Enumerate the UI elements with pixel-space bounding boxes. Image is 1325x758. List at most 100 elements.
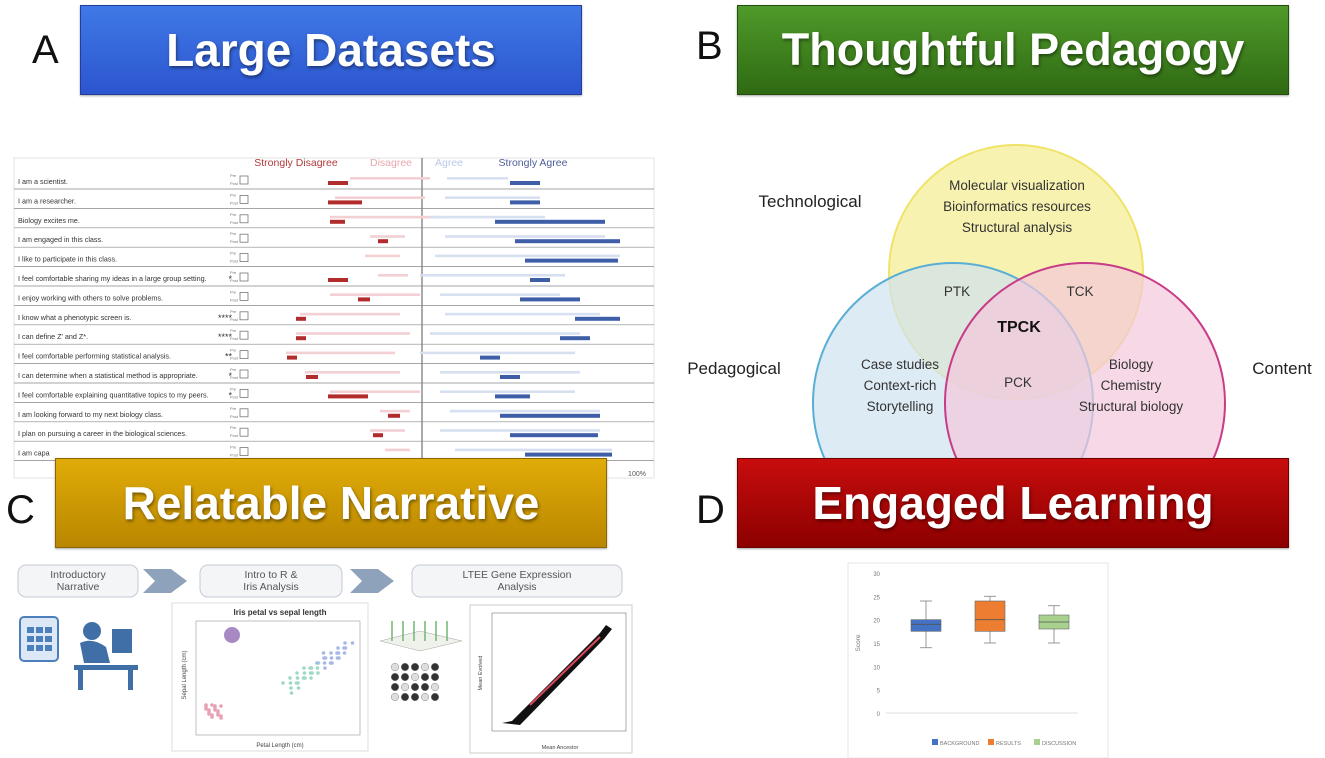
iris-ylabel: Sepal Length (cm) (182, 650, 188, 699)
pedagogical-item: Storytelling (867, 399, 934, 414)
iris-point (342, 646, 346, 650)
iris-point (288, 676, 292, 680)
flask-platform-icon (379, 630, 463, 652)
survey-pre-label: Pre (230, 231, 237, 236)
workflow-arrow-icon (350, 569, 394, 593)
survey-pre-label: Pre (230, 289, 237, 294)
survey-post-label: Post (230, 278, 239, 283)
pedagogical-item: Context-rich (864, 378, 937, 393)
survey-pre-disagree-bar (286, 351, 395, 355)
survey-box-marker (239, 253, 249, 262)
survey-significance: **** (218, 313, 233, 323)
survey-box-marker (239, 175, 249, 185)
survey-post-disagree-bar (296, 336, 306, 341)
iris-point (328, 661, 333, 665)
person-head-icon (83, 622, 101, 640)
iris-point (329, 656, 334, 660)
survey-post-label: Post (230, 414, 239, 419)
survey-post-label: Post (230, 336, 239, 341)
survey-statement: I feel comfortable explaining quantitati… (18, 390, 209, 399)
iris-point (219, 704, 223, 708)
technological-item: Molecular visualization (949, 178, 1085, 193)
technological-item: Structural analysis (962, 220, 1073, 235)
survey-statement: I can define Z' and Z*. (18, 332, 88, 341)
boxplot-ytick: 25 (873, 595, 880, 601)
survey-pre-disagree-bar (330, 215, 442, 219)
survey-post-agree-bar (510, 433, 598, 438)
boxplot-ytick: 30 (873, 572, 880, 578)
iris-flower-icon (224, 627, 240, 643)
iris-plot-frame (171, 602, 369, 752)
microarray-spot (430, 672, 440, 682)
iris-plot-title: Iris petal vs sepal length (234, 608, 327, 617)
desk-leg-icon (128, 670, 133, 690)
computer-icon (112, 629, 132, 653)
boxplot-ytick: 20 (873, 619, 880, 625)
survey-pre-disagree-bar (296, 332, 410, 335)
survey-post-label: Post (230, 356, 239, 361)
survey-pre-agree-bar (420, 351, 575, 355)
iris-point (288, 681, 293, 685)
survey-pre-agree-bar (440, 390, 575, 393)
survey-pre-disagree-bar (370, 235, 405, 238)
microarray-spot (430, 692, 440, 702)
survey-pre-label: Pre (230, 367, 237, 372)
iris-point (213, 708, 217, 712)
iris-point (315, 661, 319, 665)
survey-pre-disagree-bar (370, 429, 405, 432)
venn-label-pedagogical: Pedagogical (687, 359, 781, 378)
survey-pre-disagree-bar (385, 448, 410, 452)
iris-point (281, 681, 285, 685)
iris-point (342, 651, 347, 655)
survey-pre-label: Pre (230, 328, 237, 333)
boxplot-legend-swatch (932, 739, 938, 745)
iris-point (295, 671, 299, 675)
microarray-spot (400, 662, 410, 672)
panel-letter-b: B (696, 24, 723, 68)
venn-tpck: TPCK (997, 319, 1041, 336)
survey-frame (13, 157, 655, 479)
survey-pre-agree-bar (455, 448, 612, 452)
iris-xlabel: Petal Length (cm) (256, 743, 303, 749)
survey-significance: * (228, 371, 232, 381)
survey-header: Strongly Agree (499, 157, 568, 169)
survey-post-agree-bar (515, 239, 620, 244)
spreadsheet-cell (27, 627, 34, 633)
survey-pre-agree-bar (445, 235, 605, 238)
survey-box-marker (239, 427, 249, 437)
survey-post-agree-bar (525, 452, 612, 457)
microarray-spot (420, 682, 430, 692)
survey-box-marker (239, 272, 249, 282)
survey-post-label: Post (230, 239, 239, 244)
microarray-spot (410, 672, 420, 682)
venn-ptk: PTK (944, 284, 970, 299)
boxplot-legend-label: BACKGROUND (940, 741, 979, 747)
ltee-highlight-points (529, 636, 601, 706)
survey-post-disagree-bar (358, 297, 370, 302)
survey-post-label: Post (230, 394, 239, 399)
survey-statement: I feel comfortable sharing my ideas in a… (18, 274, 207, 283)
survey-box-marker (239, 388, 249, 398)
survey-statement: I am looking forward to my next biology … (18, 410, 163, 419)
microarray-spot (420, 692, 430, 702)
survey-statement: I like to participate in this class. (18, 255, 117, 264)
iris-point (329, 651, 333, 655)
microarray-spot (390, 692, 400, 702)
workflow-step-box (411, 564, 623, 598)
microarray-spot (390, 682, 400, 692)
microarray-spot (430, 682, 440, 692)
survey-post-disagree-bar (328, 200, 362, 205)
iris-point (295, 676, 300, 680)
survey-pre-disagree-bar (330, 293, 420, 296)
microarray-spot (420, 662, 430, 672)
panel-letter-d: D (696, 488, 725, 532)
iris-point (296, 686, 301, 690)
survey-post-label: Post (230, 259, 239, 264)
survey-box-marker (239, 330, 249, 340)
iris-point (210, 703, 214, 707)
iris-point (302, 671, 307, 675)
microarray-spot (410, 662, 420, 672)
microarray-spot (420, 672, 430, 682)
survey-post-label: Post (230, 200, 239, 205)
